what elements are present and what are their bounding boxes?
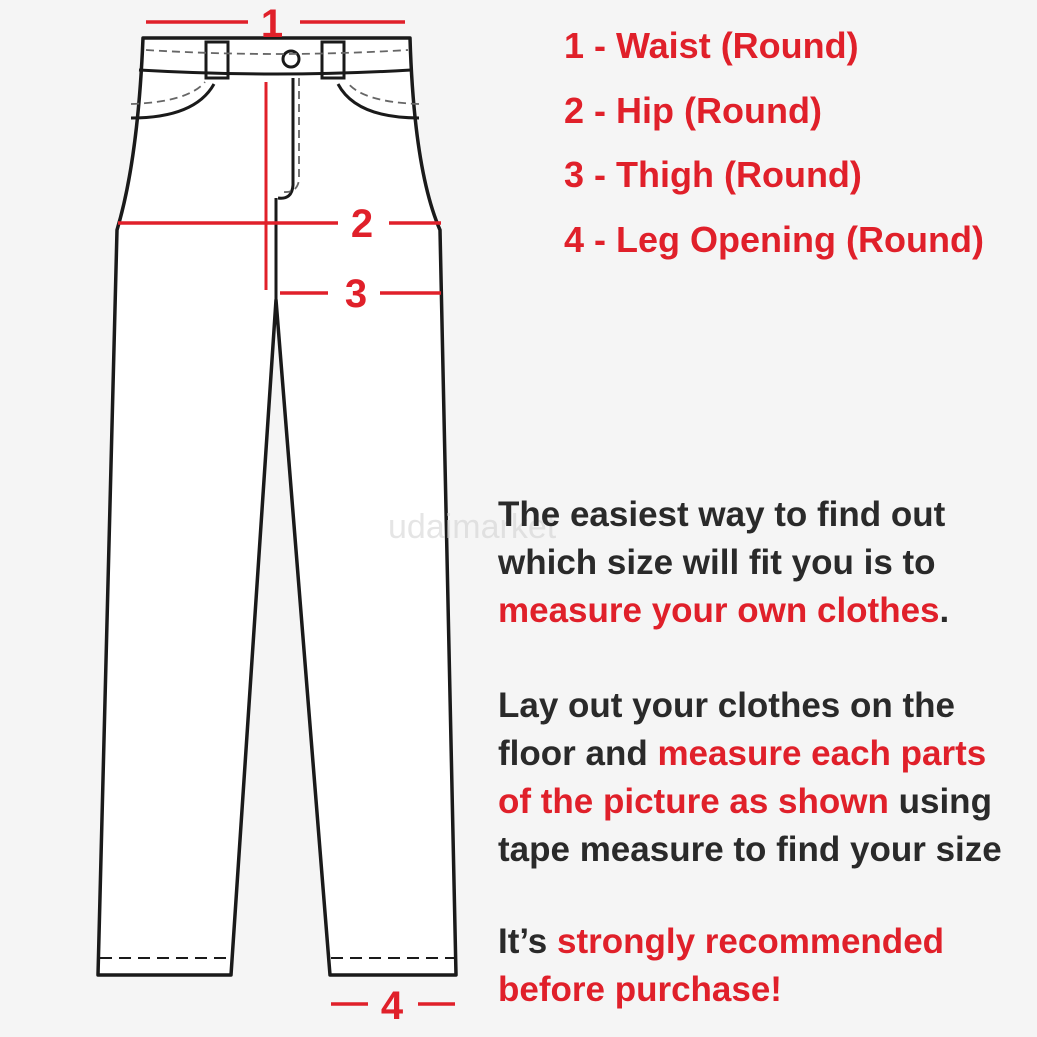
method-highlight-1: measure each parts (657, 734, 987, 773)
stitching (130, 49, 420, 193)
method-line-4: tape measure to find your size (498, 830, 1002, 869)
legend-hip: 2 - Hip (Round) (564, 89, 822, 131)
pants-outline (96, 36, 458, 977)
method-paragraph: Lay out your clothes on the floor and me… (498, 682, 1002, 874)
recommend-highlight-1: strongly recommended (557, 922, 945, 961)
marker-2: 2 (351, 202, 373, 246)
marker-4: 4 (381, 984, 404, 1028)
intro-period: . (939, 591, 950, 630)
measure-lines (118, 20, 455, 1006)
legend-leg-opening: 4 - Leg Opening (Round) (564, 218, 984, 260)
intro-line-1: The easiest way to find out (498, 495, 946, 534)
method-highlight-2: of the picture as shown (498, 782, 889, 821)
marker-3: 3 (345, 272, 367, 316)
marker-1: 1 (261, 2, 283, 46)
recommend-start: It’s (498, 922, 557, 961)
intro-highlight: measure your own clothes (498, 591, 940, 630)
legend-waist: 1 - Waist (Round) (564, 25, 859, 66)
method-line-2-start: floor and (498, 734, 658, 773)
legend-thigh: 3 - Thigh (Round) (564, 154, 862, 195)
recommendation-paragraph: It’s strongly recommended before purchas… (498, 918, 944, 1014)
method-line-1: Lay out your clothes on the (498, 686, 955, 725)
recommend-highlight-2: before purchase! (498, 970, 782, 1009)
intro-paragraph: The easiest way to find out which size w… (498, 491, 949, 635)
watermark: udaimarket (388, 508, 557, 546)
method-line-3-end: using (888, 782, 992, 821)
measurement-legend: 1 - Waist (Round) 2 - Hip (Round) 3 - Th… (564, 14, 984, 272)
pants-details (100, 40, 455, 959)
intro-line-2: which size will fit you is to (498, 543, 936, 582)
